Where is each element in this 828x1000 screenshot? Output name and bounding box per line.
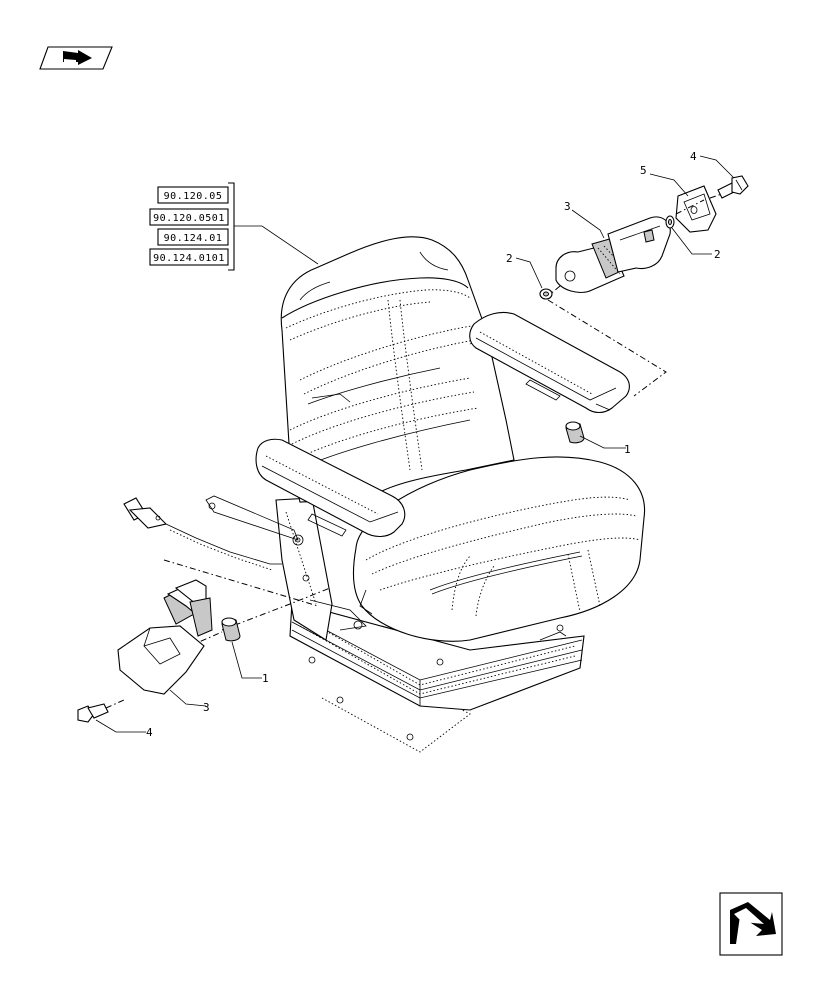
bolt-upper[interactable] (699, 155, 749, 199)
callout-3-upper: 3 (564, 200, 571, 213)
reference-label-3: 90.124.01 (164, 233, 223, 244)
callout-1-right: 1 (624, 443, 631, 456)
bolt-lower[interactable] (77, 699, 146, 733)
reference-leader-line (234, 225, 319, 265)
assembly-line-upper (547, 299, 667, 397)
callout-5-upper: 5 (640, 164, 647, 177)
previous-page-arrow-icon[interactable] (39, 46, 113, 70)
seat-belt-buckle-upper[interactable] (555, 209, 671, 293)
reference-box-3[interactable] (157, 228, 229, 246)
spacer-bushing-left[interactable] (221, 617, 262, 679)
callout-2-upper-right: 2 (714, 248, 721, 261)
reference-label-4: 90.124.0101 (153, 253, 225, 264)
callout-3-lower: 3 (203, 701, 210, 714)
seat-belt-switch-harness (123, 495, 299, 571)
washer-upper-left[interactable] (515, 257, 553, 300)
washer-upper-right[interactable] (665, 215, 712, 255)
reference-box-4[interactable] (149, 248, 229, 266)
reference-box-group: 90.120.05 90.120.0501 90.124.01 90.124.0… (149, 182, 319, 271)
reference-label-1: 90.120.05 (164, 191, 223, 202)
spacer-bushing-right[interactable] (565, 421, 626, 449)
reference-label-2: 90.120.0501 (153, 213, 225, 224)
seat-belt-buckle-lower[interactable] (117, 579, 213, 707)
reference-box-1[interactable] (157, 186, 229, 204)
next-page-arrow-icon[interactable] (719, 892, 783, 956)
operator-seat (255, 236, 646, 753)
callout-4-lower: 4 (146, 726, 153, 739)
callout-2-upper-left: 2 (506, 252, 513, 265)
assembly-line-lower (221, 587, 331, 631)
buckle-cover-bracket[interactable] (649, 173, 717, 233)
callout-1-left: 1 (262, 672, 269, 685)
callout-4-upper: 4 (690, 150, 697, 163)
reference-box-2[interactable] (149, 208, 229, 226)
